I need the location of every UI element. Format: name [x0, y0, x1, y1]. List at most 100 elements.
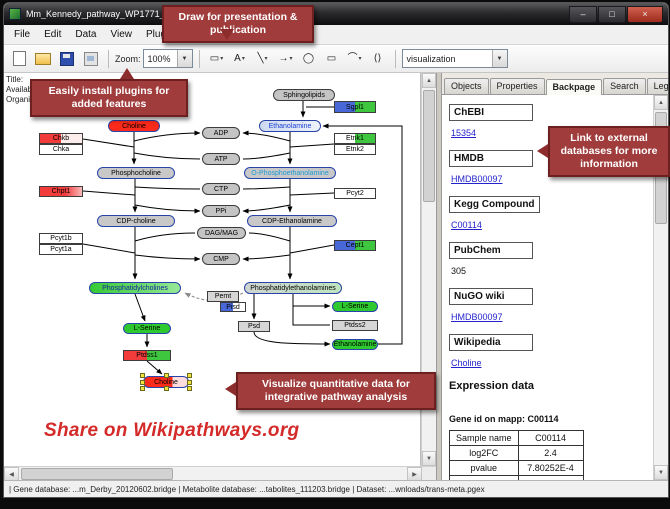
zoom-combobox[interactable]: 100% ▼ — [142, 49, 193, 68]
label-tool[interactable]: A▾ — [229, 48, 251, 70]
node-ctp[interactable]: CTP — [202, 183, 240, 195]
node-cdp-choline[interactable]: CDP-choline — [97, 215, 175, 227]
db-link[interactable]: HMDB00097 — [451, 312, 503, 322]
close-button[interactable]: × — [627, 5, 663, 23]
scroll-right-icon[interactable]: ▶ — [407, 467, 422, 481]
oval-tool[interactable]: ◯ — [298, 48, 320, 70]
node-cept1[interactable]: Cept1 — [334, 240, 376, 251]
node-phosphocholine[interactable]: Phosphocholine — [97, 167, 175, 179]
selection-handle[interactable] — [140, 373, 145, 378]
scroll-up-icon[interactable]: ▲ — [422, 73, 436, 88]
node-etnk1[interactable]: Etnk1 — [334, 133, 376, 144]
tab-search[interactable]: Search — [603, 78, 646, 94]
scroll-down-icon[interactable]: ▼ — [422, 451, 436, 466]
node-dag-mag[interactable]: DAG/MAG — [197, 227, 246, 239]
node-chkb[interactable]: Chkb — [39, 133, 83, 144]
chevron-down-icon[interactable]: ▾ — [289, 56, 293, 62]
tab-properties[interactable]: Properties — [489, 78, 545, 94]
minimize-button[interactable]: – — [569, 5, 597, 23]
table-cell: log2FC — [449, 445, 519, 461]
chevron-down-icon[interactable]: ▾ — [220, 56, 224, 62]
node-pemt[interactable]: Pemt — [207, 291, 239, 302]
panel-splitter[interactable] — [436, 73, 442, 480]
db-link[interactable]: Choline — [451, 358, 482, 368]
node-phosphatidylcholines[interactable]: Phosphatidylcholines — [89, 282, 181, 294]
selection-handle[interactable] — [140, 386, 145, 391]
node-cdp-ethanolamine[interactable]: CDP-Ethanolamine — [247, 215, 337, 227]
new-button[interactable] — [8, 48, 30, 70]
selection-handle[interactable] — [140, 380, 145, 385]
export-button[interactable] — [80, 48, 102, 70]
db-header: HMDB — [449, 150, 533, 167]
node-ptdss2[interactable]: Ptdss2 — [332, 320, 378, 331]
chevron-down-icon[interactable]: ▼ — [176, 50, 192, 67]
scroll-up-icon[interactable]: ▲ — [654, 95, 668, 110]
selection-handle[interactable] — [164, 386, 169, 391]
rect-tool[interactable]: ▭ — [321, 48, 343, 70]
pathway-info-line: Organis — [6, 95, 35, 104]
node-ethanolamine[interactable]: Ethanolamine — [259, 120, 321, 132]
node-pcyt2[interactable]: Pcyt2 — [334, 188, 376, 199]
node-pcyt1a[interactable]: Pcyt1a — [39, 244, 83, 255]
db-header: NuGO wiki — [449, 288, 533, 305]
maximize-button[interactable]: □ — [598, 5, 626, 23]
scroll-down-icon[interactable]: ▼ — [654, 465, 668, 480]
tab-objects[interactable]: Objects — [444, 78, 489, 94]
node-adp[interactable]: ADP — [202, 127, 240, 139]
selection-handle[interactable] — [187, 386, 192, 391]
db-link[interactable]: C00114 — [451, 220, 482, 230]
visualization-combobox[interactable]: visualization ▼ — [401, 49, 508, 68]
node-l-serine[interactable]: L-Serine — [332, 301, 378, 312]
scrollbar-thumb[interactable] — [423, 90, 435, 202]
side-panel-tabs: ObjectsPropertiesBackpageSearchLegend — [442, 73, 668, 95]
canvas-horizontal-scrollbar[interactable]: ◀ ▶ — [4, 466, 422, 481]
node-psd[interactable]: Psd — [238, 321, 270, 332]
connector-tool[interactable]: →▾ — [275, 48, 297, 70]
chevron-down-icon[interactable]: ▾ — [264, 56, 268, 62]
node-ptdss1[interactable]: Ptdss1 — [123, 350, 171, 361]
tab-backpage[interactable]: Backpage — [545, 79, 603, 95]
scroll-left-icon[interactable]: ◀ — [4, 467, 19, 481]
node-atp[interactable]: ATP — [202, 153, 240, 165]
datanode-tool[interactable]: ▭▾ — [206, 48, 228, 70]
tab-legend[interactable]: Legend — [646, 78, 668, 94]
node-sgpl1[interactable]: Sgpl1 — [334, 101, 376, 113]
node-choline[interactable]: Choline — [108, 120, 160, 132]
chevron-down-icon[interactable]: ▼ — [491, 50, 507, 67]
arc-tool[interactable]: ⌒▾ — [344, 48, 366, 70]
bracket-tool[interactable]: ⟨⟩ — [367, 48, 389, 70]
node-chka[interactable]: Chka — [39, 144, 83, 155]
selection-handle[interactable] — [187, 380, 192, 385]
node-ethanolamine[interactable]: Ethanolamine — [332, 339, 378, 350]
node-o-phosphoethanolamine[interactable]: O-Phosphoethanolamine — [244, 167, 336, 179]
node-chpt1[interactable]: Chpt1 — [39, 186, 83, 197]
node-phosphatidylethanolamines[interactable]: Phosphatidylethanolamines — [244, 282, 342, 294]
db-link[interactable]: 15354 — [451, 128, 477, 138]
line-tool[interactable]: ╲▾ — [252, 48, 274, 70]
node-etnk2[interactable]: Etnk2 — [334, 144, 376, 155]
node-cmp[interactable]: CMP — [202, 253, 240, 265]
menu-edit[interactable]: Edit — [44, 29, 62, 40]
selection-handle[interactable] — [187, 373, 192, 378]
menu-data[interactable]: Data — [75, 29, 97, 40]
db-link[interactable]: HMDB00097 — [451, 174, 503, 184]
open-button[interactable] — [32, 48, 54, 70]
node-l-serine[interactable]: L-Serine — [123, 323, 171, 334]
chevron-down-icon[interactable]: ▾ — [358, 56, 362, 62]
title-bar[interactable]: Mm_Kennedy_pathway_WP1771_45176.gpml – □… — [4, 3, 668, 25]
node-pcyt1b[interactable]: Pcyt1b — [39, 233, 83, 244]
save-button[interactable] — [56, 48, 78, 70]
node-ppi[interactable]: PPi — [202, 205, 240, 217]
chevron-down-icon[interactable]: ▾ — [241, 56, 245, 62]
rect-tool-icon: ▭ — [326, 52, 337, 64]
canvas-vertical-scrollbar[interactable]: ▲ ▼ — [421, 73, 436, 466]
scrollbar-thumb[interactable] — [21, 468, 173, 480]
selection-handle[interactable] — [164, 373, 169, 378]
menu-file[interactable]: File — [14, 29, 31, 40]
node-sphingolipids[interactable]: Sphingolipids — [273, 89, 335, 101]
node-pisd[interactable]: Pisd — [220, 302, 246, 312]
menu-view[interactable]: View — [110, 29, 132, 40]
